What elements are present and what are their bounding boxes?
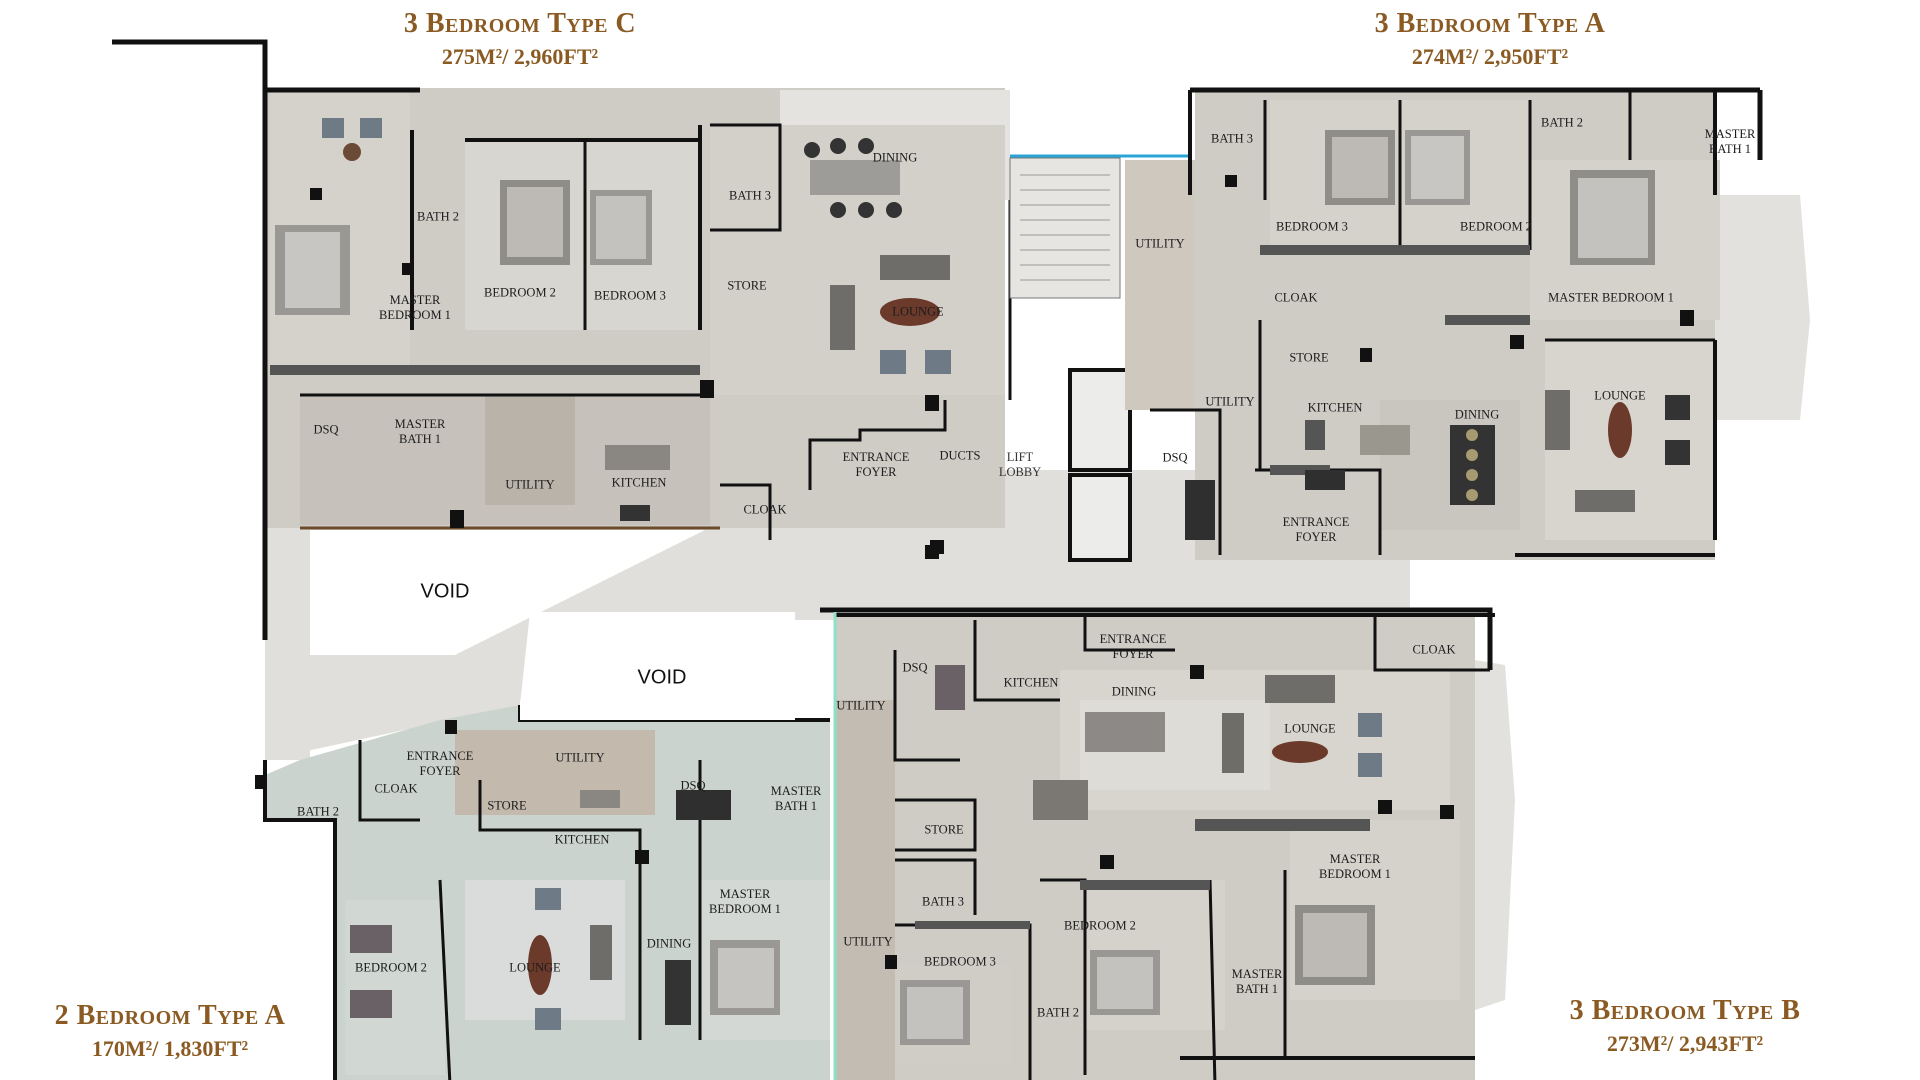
room-label: DSQ [1162, 450, 1188, 465]
room-label: MASTER BATH 1 [770, 784, 822, 813]
room-label: CLOAK [1412, 642, 1456, 657]
stair-lift-core [925, 154, 1190, 562]
unit-title-type-b: 3 Bedroom Type B 273M²/ 2,943FT² [1535, 995, 1835, 1057]
room-label: UTILITY [1135, 236, 1185, 251]
room-label: BATH 2 [1036, 1005, 1080, 1020]
room-label: BEDROOM 3 [1276, 219, 1348, 234]
room-label: BATH 2 [296, 804, 340, 819]
unit-type-a-2bed [255, 705, 837, 1080]
room-label: KITCHEN [1003, 675, 1059, 690]
room-label: ENTRANCE FOYER [1099, 632, 1167, 661]
unit-name: 3 Bedroom Type C [403, 8, 637, 39]
room-label: DUCTS [939, 448, 981, 463]
room-label: STORE [924, 822, 964, 837]
room-label: BEDROOM 3 [594, 288, 666, 303]
room-label: BATH 3 [921, 894, 965, 909]
unit-title-type-a-2bed: 2 Bedroom Type A 170M²/ 1,830FT² [20, 1000, 320, 1062]
room-label: MASTER BEDROOM 1 [709, 887, 781, 916]
room-label: MASTER BATH 1 [1231, 967, 1283, 996]
room-label: BATH 2 [1540, 115, 1584, 130]
room-label: BEDROOM 2 [1460, 219, 1532, 234]
room-label: DINING [872, 150, 918, 165]
room-label: CLOAK [374, 781, 418, 796]
room-label: MASTER BEDROOM 1 [1319, 852, 1391, 881]
room-label: MASTER BATH 1 [394, 417, 446, 446]
room-label: UTILITY [1205, 394, 1255, 409]
room-label: BATH 2 [416, 209, 460, 224]
room-label: ENTRANCE FOYER [1282, 515, 1350, 544]
unit-type-b [835, 613, 1515, 1080]
room-label: KITCHEN [1307, 400, 1363, 415]
unit-name: 3 Bedroom Type B [1569, 995, 1801, 1026]
unit-area: 274M²/ 2,950FT² [1411, 44, 1569, 69]
room-label: DSQ [680, 778, 706, 793]
unit-type-c [112, 39, 1012, 640]
room-label: BATH 3 [728, 188, 772, 203]
unit-area: 273M²/ 2,943FT² [1606, 1031, 1764, 1056]
room-label: UTILITY [555, 750, 605, 765]
room-label: LOUNGE [1594, 388, 1646, 403]
unit-title-type-a-3bed: 3 Bedroom Type A 274M²/ 2,950FT² [1310, 8, 1670, 70]
room-label: MASTER BEDROOM 1 [1548, 290, 1674, 305]
room-label: MASTER BEDROOM 1 [379, 293, 451, 322]
room-label: ENTRANCE FOYER [842, 450, 910, 479]
void-label: VOID [420, 580, 470, 603]
room-label: DINING [646, 936, 692, 951]
room-label: BEDROOM 2 [484, 285, 556, 300]
room-label: CLOAK [1274, 290, 1318, 305]
room-label: UTILITY [843, 934, 893, 949]
room-label: KITCHEN [554, 832, 610, 847]
voids [310, 530, 795, 720]
room-label: BEDROOM 2 [1064, 918, 1136, 933]
unit-title-type-c: 3 Bedroom Type C 275M²/ 2,960FT² [340, 8, 700, 70]
lift-lobby-label: LIFT LOBBY [998, 450, 1042, 479]
room-label: LOUNGE [1284, 721, 1336, 736]
room-label: MASTER BATH 1 [1704, 127, 1756, 156]
room-label: UTILITY [505, 477, 555, 492]
room-label: KITCHEN [611, 475, 667, 490]
room-label: CLOAK [743, 502, 787, 517]
unit-area: 275M²/ 2,960FT² [441, 44, 599, 69]
room-label: ENTRANCE FOYER [406, 749, 474, 778]
unit-name: 3 Bedroom Type A [1374, 8, 1606, 39]
room-label: STORE [727, 278, 767, 293]
room-label: DSQ [313, 422, 339, 437]
unit-area: 170M²/ 1,830FT² [91, 1036, 249, 1061]
void-label: VOID [637, 666, 687, 689]
room-label: STORE [1289, 350, 1329, 365]
room-label: LOUNGE [892, 304, 944, 319]
room-label: DSQ [902, 660, 928, 675]
room-label: STORE [487, 798, 527, 813]
room-label: UTILITY [836, 698, 886, 713]
room-label: DINING [1454, 407, 1500, 422]
outer-walls [820, 90, 1763, 1080]
room-label: BATH 3 [1210, 131, 1254, 146]
room-label: BEDROOM 3 [924, 954, 996, 969]
room-label: LOUNGE [509, 960, 561, 975]
unit-name: 2 Bedroom Type A [54, 1000, 286, 1031]
room-label: BEDROOM 2 [355, 960, 427, 975]
unit-type-a-3bed [1125, 87, 1810, 560]
room-label: DINING [1111, 684, 1157, 699]
